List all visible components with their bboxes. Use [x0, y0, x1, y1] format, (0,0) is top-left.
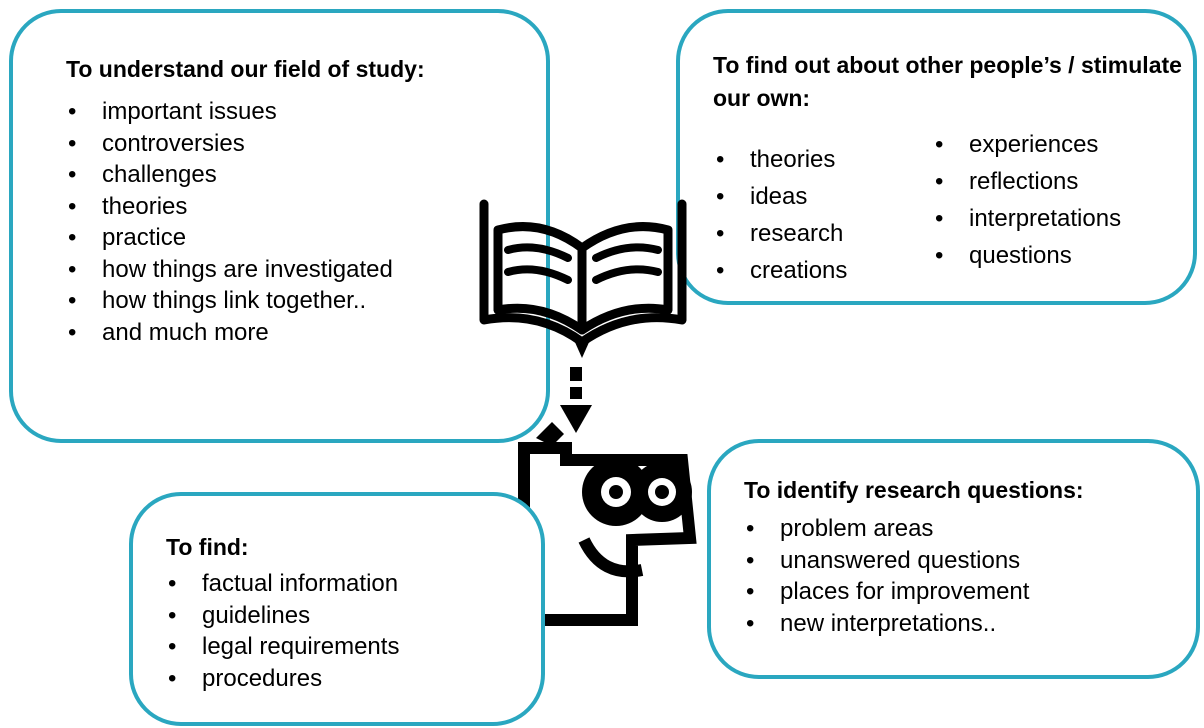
- list-item: legal requirements: [166, 631, 399, 663]
- box-research-questions: To identify research questions: problem …: [707, 439, 1200, 679]
- list-item: factual information: [166, 568, 399, 600]
- list-item: unanswered questions: [744, 545, 1029, 577]
- list-item: practice: [66, 222, 393, 254]
- list-item: challenges: [66, 159, 393, 191]
- dashed-down-arrow-icon: [560, 367, 592, 433]
- thinking-face-icon: [518, 422, 697, 626]
- list-item: important issues: [66, 96, 393, 128]
- list-item: controversies: [66, 128, 393, 160]
- list-item: procedures: [166, 663, 399, 695]
- bullet-list: factual information guidelines legal req…: [166, 568, 399, 694]
- list-item: questions: [933, 237, 1121, 274]
- box-title: To identify research questions:: [744, 477, 1084, 503]
- bullet-list: important issues controversies challenge…: [66, 96, 393, 348]
- bullet-list-left: theories ideas research creations: [714, 141, 847, 289]
- bullet-list: problem areas unanswered questions place…: [744, 513, 1029, 639]
- list-item: experiences: [933, 126, 1121, 163]
- box-title: To understand our field of study:: [66, 56, 425, 82]
- box-understand-field: To understand our field of study: import…: [9, 9, 550, 443]
- list-item: reflections: [933, 163, 1121, 200]
- list-item: interpretations: [933, 200, 1121, 237]
- box-title: To find:: [166, 534, 249, 560]
- list-item: theories: [714, 141, 847, 178]
- list-item: guidelines: [166, 600, 399, 632]
- list-item: theories: [66, 191, 393, 223]
- list-item: ideas: [714, 178, 847, 215]
- list-item: research: [714, 215, 847, 252]
- list-item: and much more: [66, 317, 393, 349]
- list-item: how things are investigated: [66, 254, 393, 286]
- list-item: creations: [714, 252, 847, 289]
- list-item: problem areas: [744, 513, 1029, 545]
- box-to-find: To find: factual information guidelines …: [129, 492, 545, 726]
- box-title: To find out about other people’s / stimu…: [713, 52, 1182, 111]
- box-other-people: To find out about other people’s / stimu…: [676, 9, 1197, 305]
- bullet-list-right: experiences reflections interpretations …: [933, 126, 1121, 274]
- list-item: how things link together..: [66, 285, 393, 317]
- list-item: places for improvement: [744, 576, 1029, 608]
- open-book-icon: [479, 199, 687, 358]
- list-item: new interpretations..: [744, 608, 1029, 640]
